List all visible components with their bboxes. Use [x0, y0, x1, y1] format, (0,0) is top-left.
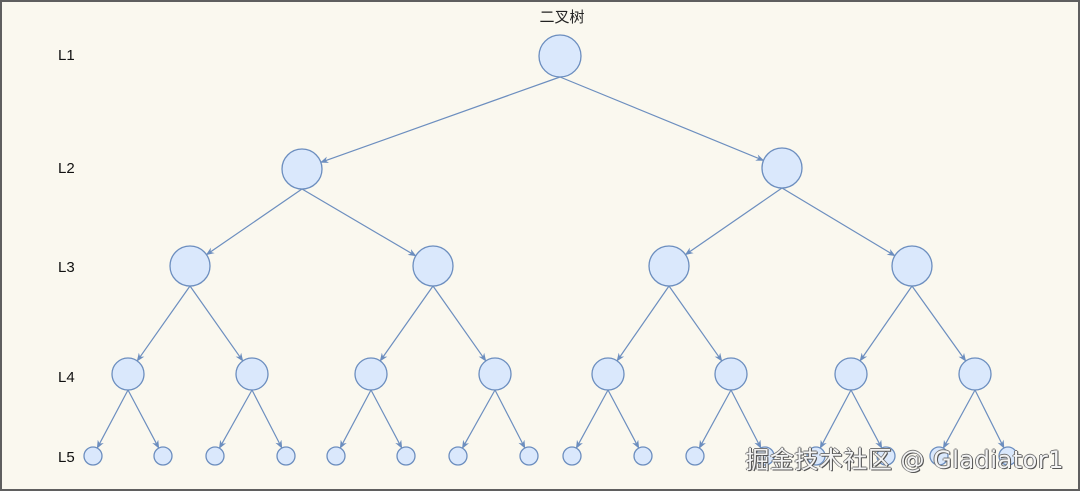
tree-edge — [698, 389, 732, 449]
tree-node-l5 — [633, 446, 653, 466]
tree-edge — [136, 285, 191, 362]
tree-edge — [850, 389, 883, 449]
watermark: 掘金技术社区 @ Gladiator1 — [745, 446, 1064, 474]
tree-node-l5 — [685, 446, 705, 466]
tree-edges — [96, 76, 1005, 449]
level-label-l2: L2 — [58, 160, 75, 177]
tree-node-l2 — [761, 147, 803, 189]
tree-edge — [684, 187, 783, 256]
tree-edge — [616, 285, 670, 362]
tree-edge — [251, 389, 283, 449]
tree-node-l2 — [281, 148, 323, 190]
tree-node-l5 — [326, 446, 346, 466]
tree-edge — [320, 76, 561, 163]
tree-node-l3 — [169, 245, 211, 287]
level-label-l3: L3 — [58, 259, 75, 276]
tree-node-l5 — [396, 446, 416, 466]
tree-nodes — [83, 34, 1018, 466]
tree-node-l5 — [755, 446, 775, 466]
tree-edge — [218, 389, 253, 449]
tree-node-l5 — [929, 446, 949, 466]
tree-edge — [127, 389, 160, 449]
tree-node-l4 — [111, 357, 145, 391]
tree-edge — [819, 389, 852, 449]
tree-edge — [859, 285, 913, 362]
tree-edge — [379, 285, 434, 362]
tree-edge — [911, 285, 967, 362]
tree-edge — [575, 389, 609, 449]
tree-node-l3 — [412, 245, 454, 287]
tree-edge — [559, 76, 765, 161]
tree-node-l5 — [205, 446, 225, 466]
level-label-l5: L5 — [58, 449, 75, 466]
tree-node-l1 — [538, 34, 582, 78]
tree-edge — [974, 389, 1005, 449]
tree-edge — [494, 389, 526, 449]
level-label-l1: L1 — [58, 47, 75, 64]
tree-node-l5 — [876, 446, 896, 466]
level-label-l4: L4 — [58, 369, 75, 386]
tree-node-l5 — [276, 446, 296, 466]
tree-node-l5 — [519, 446, 539, 466]
tree-edge — [461, 389, 496, 449]
tree-node-l4 — [478, 357, 512, 391]
tree-edge — [781, 187, 896, 257]
tree-node-l5 — [448, 446, 468, 466]
tree-node-l3 — [648, 245, 690, 287]
tree-edge — [432, 285, 487, 362]
tree-edge — [301, 188, 417, 257]
tree-edge — [189, 285, 244, 362]
tree-node-l4 — [354, 357, 388, 391]
tree-edge — [205, 188, 303, 256]
tree-edge — [96, 389, 129, 449]
tree-node-l3 — [891, 245, 933, 287]
tree-node-l5 — [83, 446, 103, 466]
tree-node-l4 — [834, 357, 868, 391]
tree-node-l5 — [998, 446, 1018, 466]
tree-node-l4 — [235, 357, 269, 391]
tree-node-l5 — [153, 446, 173, 466]
tree-node-l5 — [806, 446, 826, 466]
tree-node-l4 — [591, 357, 625, 391]
tree-edge — [370, 389, 403, 449]
tree-edge — [942, 389, 976, 449]
tree-edge — [339, 389, 372, 449]
tree-node-l5 — [562, 446, 582, 466]
tree-edge — [668, 285, 723, 362]
tree-edge — [607, 389, 640, 449]
tree-node-l4 — [714, 357, 748, 391]
tree-edge — [730, 389, 762, 449]
diagram-title: 二叉树 — [539, 8, 585, 26]
tree-node-l4 — [958, 357, 992, 391]
